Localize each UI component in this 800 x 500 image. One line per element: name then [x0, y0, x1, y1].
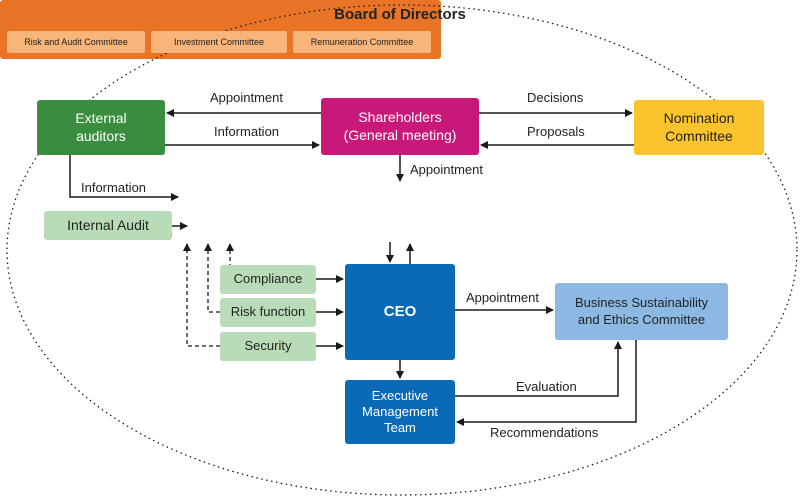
label-appointment-auditors: Appointment [210, 90, 283, 105]
label-evaluation: Evaluation [516, 379, 577, 394]
arrow-recommendations [456, 340, 637, 426]
risk-audit-committee: Risk and Audit Committee [7, 31, 145, 53]
compliance-label: Compliance [233, 271, 303, 287]
security-label: Security [244, 338, 292, 354]
executive-management-label: Executive Management Team [362, 387, 438, 436]
risk-function-label: Risk function [230, 304, 306, 320]
nomination-committee-box: Nomination Committee [634, 100, 764, 155]
sustainability-committee-label: Business Sustainability and Ethics Commi… [575, 295, 708, 327]
arrow-evaluation [455, 341, 622, 397]
shareholders-label: Shareholders (General meeting) [343, 109, 457, 143]
sustainability-committee-box: Business Sustainability and Ethics Commi… [555, 283, 728, 340]
internal-audit-box: Internal Audit [44, 211, 172, 240]
board-of-directors-box: Board of Directors Risk and Audit Commit… [0, 0, 466, 59]
label-recommendations: Recommendations [490, 425, 599, 440]
security-box: Security [220, 332, 316, 361]
external-auditors-label: External auditors [75, 110, 127, 144]
label-decisions: Decisions [527, 90, 584, 105]
nomination-committee-label: Nomination Committee [663, 110, 735, 144]
label-appointment-board: Appointment [410, 162, 483, 177]
remuneration-committee: Remuneration Committee [293, 31, 431, 53]
label-proposals: Proposals [527, 124, 585, 139]
internal-audit-label: Internal Audit [67, 216, 149, 233]
board-title: Board of Directors [334, 6, 466, 23]
compliance-box: Compliance [220, 265, 316, 294]
dashed-security-to-board [183, 243, 220, 347]
dashed-risk-to-board [204, 243, 220, 313]
arrow-information-to-board [69, 155, 179, 201]
shareholders-box: Shareholders (General meeting) [321, 98, 479, 155]
boundary-ellipse [6, 4, 798, 496]
label-appointment-committee: Appointment [466, 290, 539, 305]
external-auditors-box: External auditors [37, 100, 165, 155]
investment-committee: Investment Committee [151, 31, 287, 53]
risk-function-box: Risk function [220, 298, 316, 327]
label-information-board: Information [81, 180, 147, 195]
executive-management-box: Executive Management Team [345, 380, 455, 444]
ceo-box: CEO [345, 264, 455, 360]
ceo-label: CEO [383, 302, 417, 320]
label-information-shareholders: Information [214, 124, 280, 139]
